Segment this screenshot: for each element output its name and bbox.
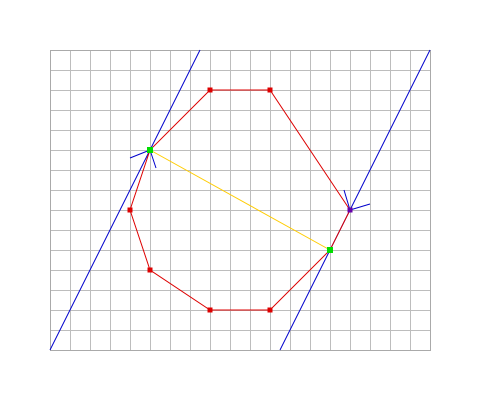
- polygon-layer: [129, 89, 351, 311]
- support-line: [279, 49, 431, 351]
- special-vertex: [347, 207, 353, 213]
- tick-mark: [349, 203, 371, 211]
- polygon-vertex: [267, 307, 273, 313]
- points-layer: [127, 87, 353, 313]
- grid-frame: [50, 50, 431, 351]
- polygon-vertex: [147, 267, 153, 273]
- support-lines: [49, 49, 431, 351]
- polygon-vertex: [267, 87, 273, 93]
- polygon-outline: [129, 89, 351, 311]
- grid: [50, 50, 431, 351]
- contact-point: [327, 247, 333, 253]
- polygon-vertex: [207, 87, 213, 93]
- tick-mark: [343, 189, 351, 211]
- diameter-segment: [149, 149, 331, 251]
- tick-marks: [129, 149, 371, 211]
- polygon-vertex: [127, 207, 133, 213]
- tick-mark: [129, 149, 151, 159]
- polygon-vertex: [207, 307, 213, 313]
- support-line: [49, 49, 201, 351]
- diameter-layer: [149, 149, 331, 251]
- contact-point: [147, 147, 153, 153]
